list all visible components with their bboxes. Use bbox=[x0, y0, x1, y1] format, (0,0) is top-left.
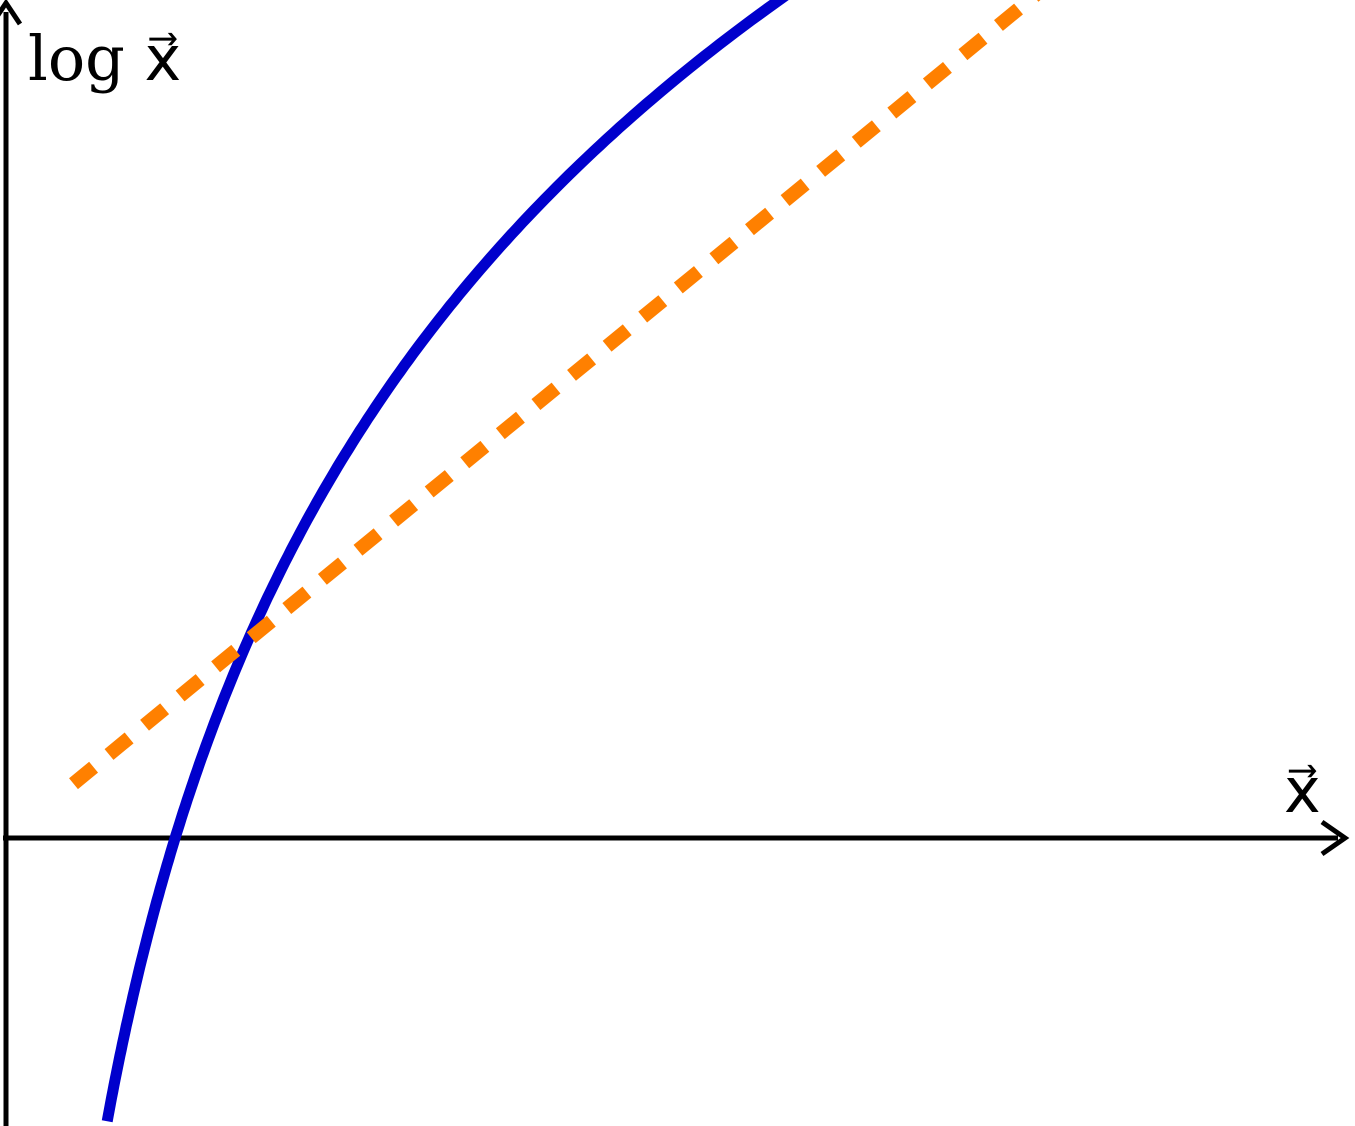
y-axis-arrowhead bbox=[0, 0, 23, 26]
y-axis-label: log x⃗ bbox=[28, 22, 181, 95]
x-axis-arrowhead bbox=[1320, 819, 1350, 857]
series-layer bbox=[69, 0, 1041, 1123]
series-log-curve bbox=[101, 0, 789, 1123]
x-axis-label: x⃗ bbox=[1284, 754, 1321, 827]
series-linear-dashed bbox=[69, 0, 1041, 790]
